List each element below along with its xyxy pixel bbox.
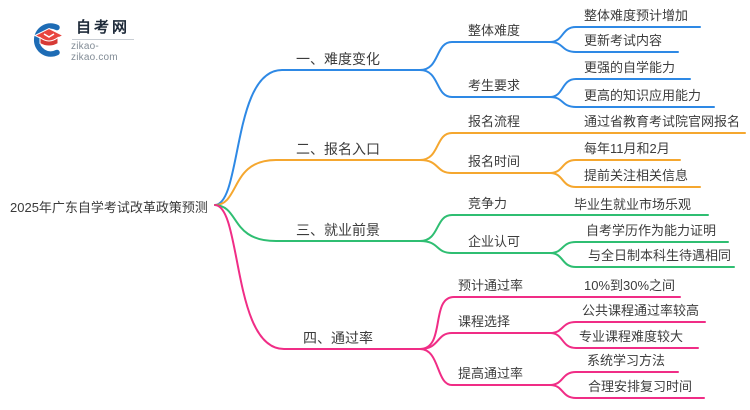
leaf-label: 提前关注相关信息 — [584, 168, 689, 183]
leaf-label: 与全日制本科生待遇相同 — [588, 248, 732, 263]
leaf-label: 整体难度预计增加 — [584, 8, 689, 23]
logo: 自考网 zikao-zikao.com — [30, 16, 135, 63]
subtopic-candidate-requirements: 考生要求 — [468, 78, 521, 93]
leaf-label: 公共课程通过率较高 — [582, 303, 700, 318]
edge-branch1-sub2 — [419, 69, 551, 98]
edge-branch3-sub2 — [419, 240, 551, 254]
edge-sub2-leaf1 — [549, 78, 691, 98]
subtopic-improve-pass-rate: 提高通过率 — [458, 366, 524, 381]
graduation-cap-icon — [33, 22, 65, 57]
edge-branch4-sub3 — [419, 348, 551, 386]
leaf-label: 毕业生就业市场乐观 — [574, 197, 692, 212]
subtopic-course-selection: 课程选择 — [458, 314, 511, 329]
leaf-label: 更高的知识应用能力 — [584, 88, 702, 103]
subtopic-registration-process: 报名流程 — [468, 114, 521, 129]
subtopic-overall-difficulty: 整体难度 — [468, 23, 521, 38]
leaf-label: 系统学习方法 — [587, 353, 666, 368]
subtopic-registration-time: 报名时间 — [468, 154, 521, 169]
leaf-label: 通过省教育考试院官网报名 — [584, 114, 741, 129]
leaf-label: 每年11月和2月 — [584, 141, 670, 156]
edge-root-branch2 — [214, 159, 421, 206]
mindmap-root-title: 2025年广东自学考试改革政策预测 — [10, 200, 208, 215]
branch-label-registration: 二、报名入口 — [296, 141, 380, 157]
edge-branch4-sub2 — [419, 332, 551, 350]
edge-root-branch3 — [214, 204, 421, 242]
edge-branch2-sub2 — [419, 159, 551, 174]
leaf-label: 更新考试内容 — [584, 33, 663, 48]
edge-sub1-leaf2 — [549, 41, 679, 53]
edge-sub4-leaf2 — [549, 172, 701, 188]
subtopic-estimated-pass-rate: 预计通过率 — [458, 278, 524, 293]
edge-sub2-leaf2 — [549, 96, 715, 108]
subtopic-employer-recognition: 企业认可 — [468, 234, 521, 249]
leaf-label: 专业课程难度较大 — [579, 329, 684, 344]
leaf-label: 10%到30%之间 — [584, 278, 676, 293]
edge-sub6-leaf2 — [549, 252, 735, 268]
leaf-label: 合理安排复习时间 — [588, 379, 693, 394]
subtopic-competitiveness: 竞争力 — [468, 196, 508, 211]
leaf-label: 更强的自学能力 — [584, 60, 676, 75]
leaf-label: 自考学历作为能力证明 — [586, 223, 717, 238]
branch-label-difficulty: 一、难度变化 — [296, 51, 380, 67]
logo-title: 自考网 — [75, 19, 130, 36]
edge-sub9-leaf2 — [549, 384, 705, 399]
edge-branch4-sub1-leaf — [419, 296, 681, 350]
edge-root-branch1 — [214, 69, 421, 206]
logo-divider — [72, 39, 134, 40]
edge-branch1-sub1 — [419, 41, 551, 71]
edge-root-branch4 — [214, 204, 421, 350]
edge-branch2-sub1-leaf — [419, 132, 746, 161]
logo-text: 自考网 zikao-zikao.com — [71, 16, 135, 63]
branch-label-pass-rate: 四、通过率 — [303, 330, 373, 346]
logo-domain: zikao-zikao.com — [71, 41, 118, 63]
branch-label-employment: 三、就业前景 — [296, 222, 380, 238]
edge-branch3-sub1-leaf — [419, 214, 709, 242]
edge-sub8-leaf2 — [549, 332, 699, 349]
